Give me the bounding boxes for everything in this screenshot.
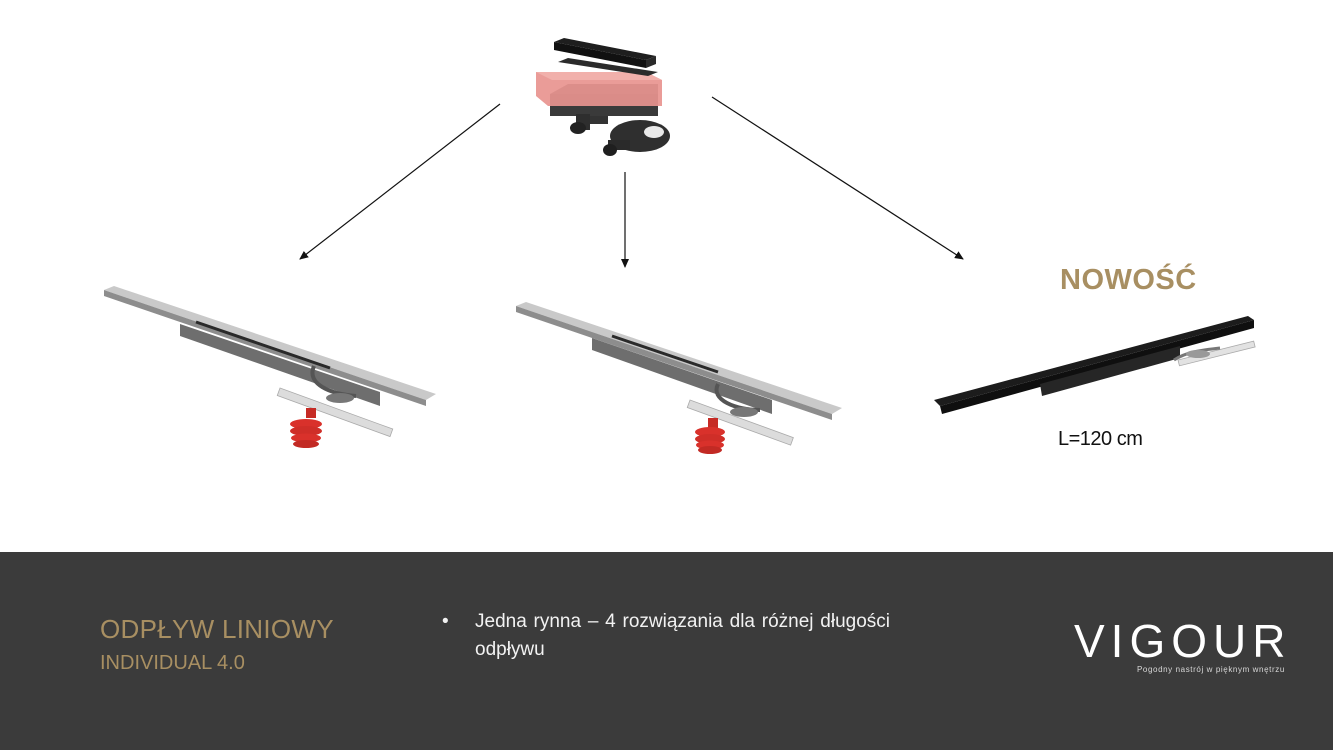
bullet-marker: • xyxy=(442,611,449,632)
footer-title: ODPŁYW LINIOWY xyxy=(100,614,334,644)
logo-wordmark: VIGOUR xyxy=(1074,615,1292,667)
logo-tagline: Pogodny nastrój w pięknym wnętrzu xyxy=(1137,665,1285,674)
drain-assembly-image xyxy=(536,38,670,156)
linear-drain-steel-center-image xyxy=(516,302,842,454)
length-dimension-label: L=120 cm xyxy=(1058,428,1143,450)
bullet-text: Jedna rynna – 4 rozwiązania dla różnej d… xyxy=(475,611,890,660)
linear-drain-steel-left-image xyxy=(104,286,436,448)
linear-drain-black-image xyxy=(934,316,1256,414)
feature-bullet: • Jedna rynna – 4 rozwiązania dla różnej… xyxy=(442,608,890,664)
siphon-insert-red xyxy=(290,408,322,448)
new-badge: NOWOŚĆ xyxy=(1060,264,1197,296)
arrows xyxy=(299,96,964,268)
footer-subtitle: INDIVIDUAL 4.0 xyxy=(100,652,245,674)
arrow-left xyxy=(299,103,501,260)
vigour-logo: VIGOUR Pogodny nastrój w pięknym wnętrzu xyxy=(1074,618,1299,678)
product-diagram: NOWOŚĆ L=120 cm xyxy=(104,38,1256,454)
footer-bar: ODPŁYW LINIOWY INDIVIDUAL 4.0 • Jedna ry… xyxy=(0,552,1333,750)
arrow-right xyxy=(711,96,964,260)
siphon-insert-red-center xyxy=(695,418,725,454)
